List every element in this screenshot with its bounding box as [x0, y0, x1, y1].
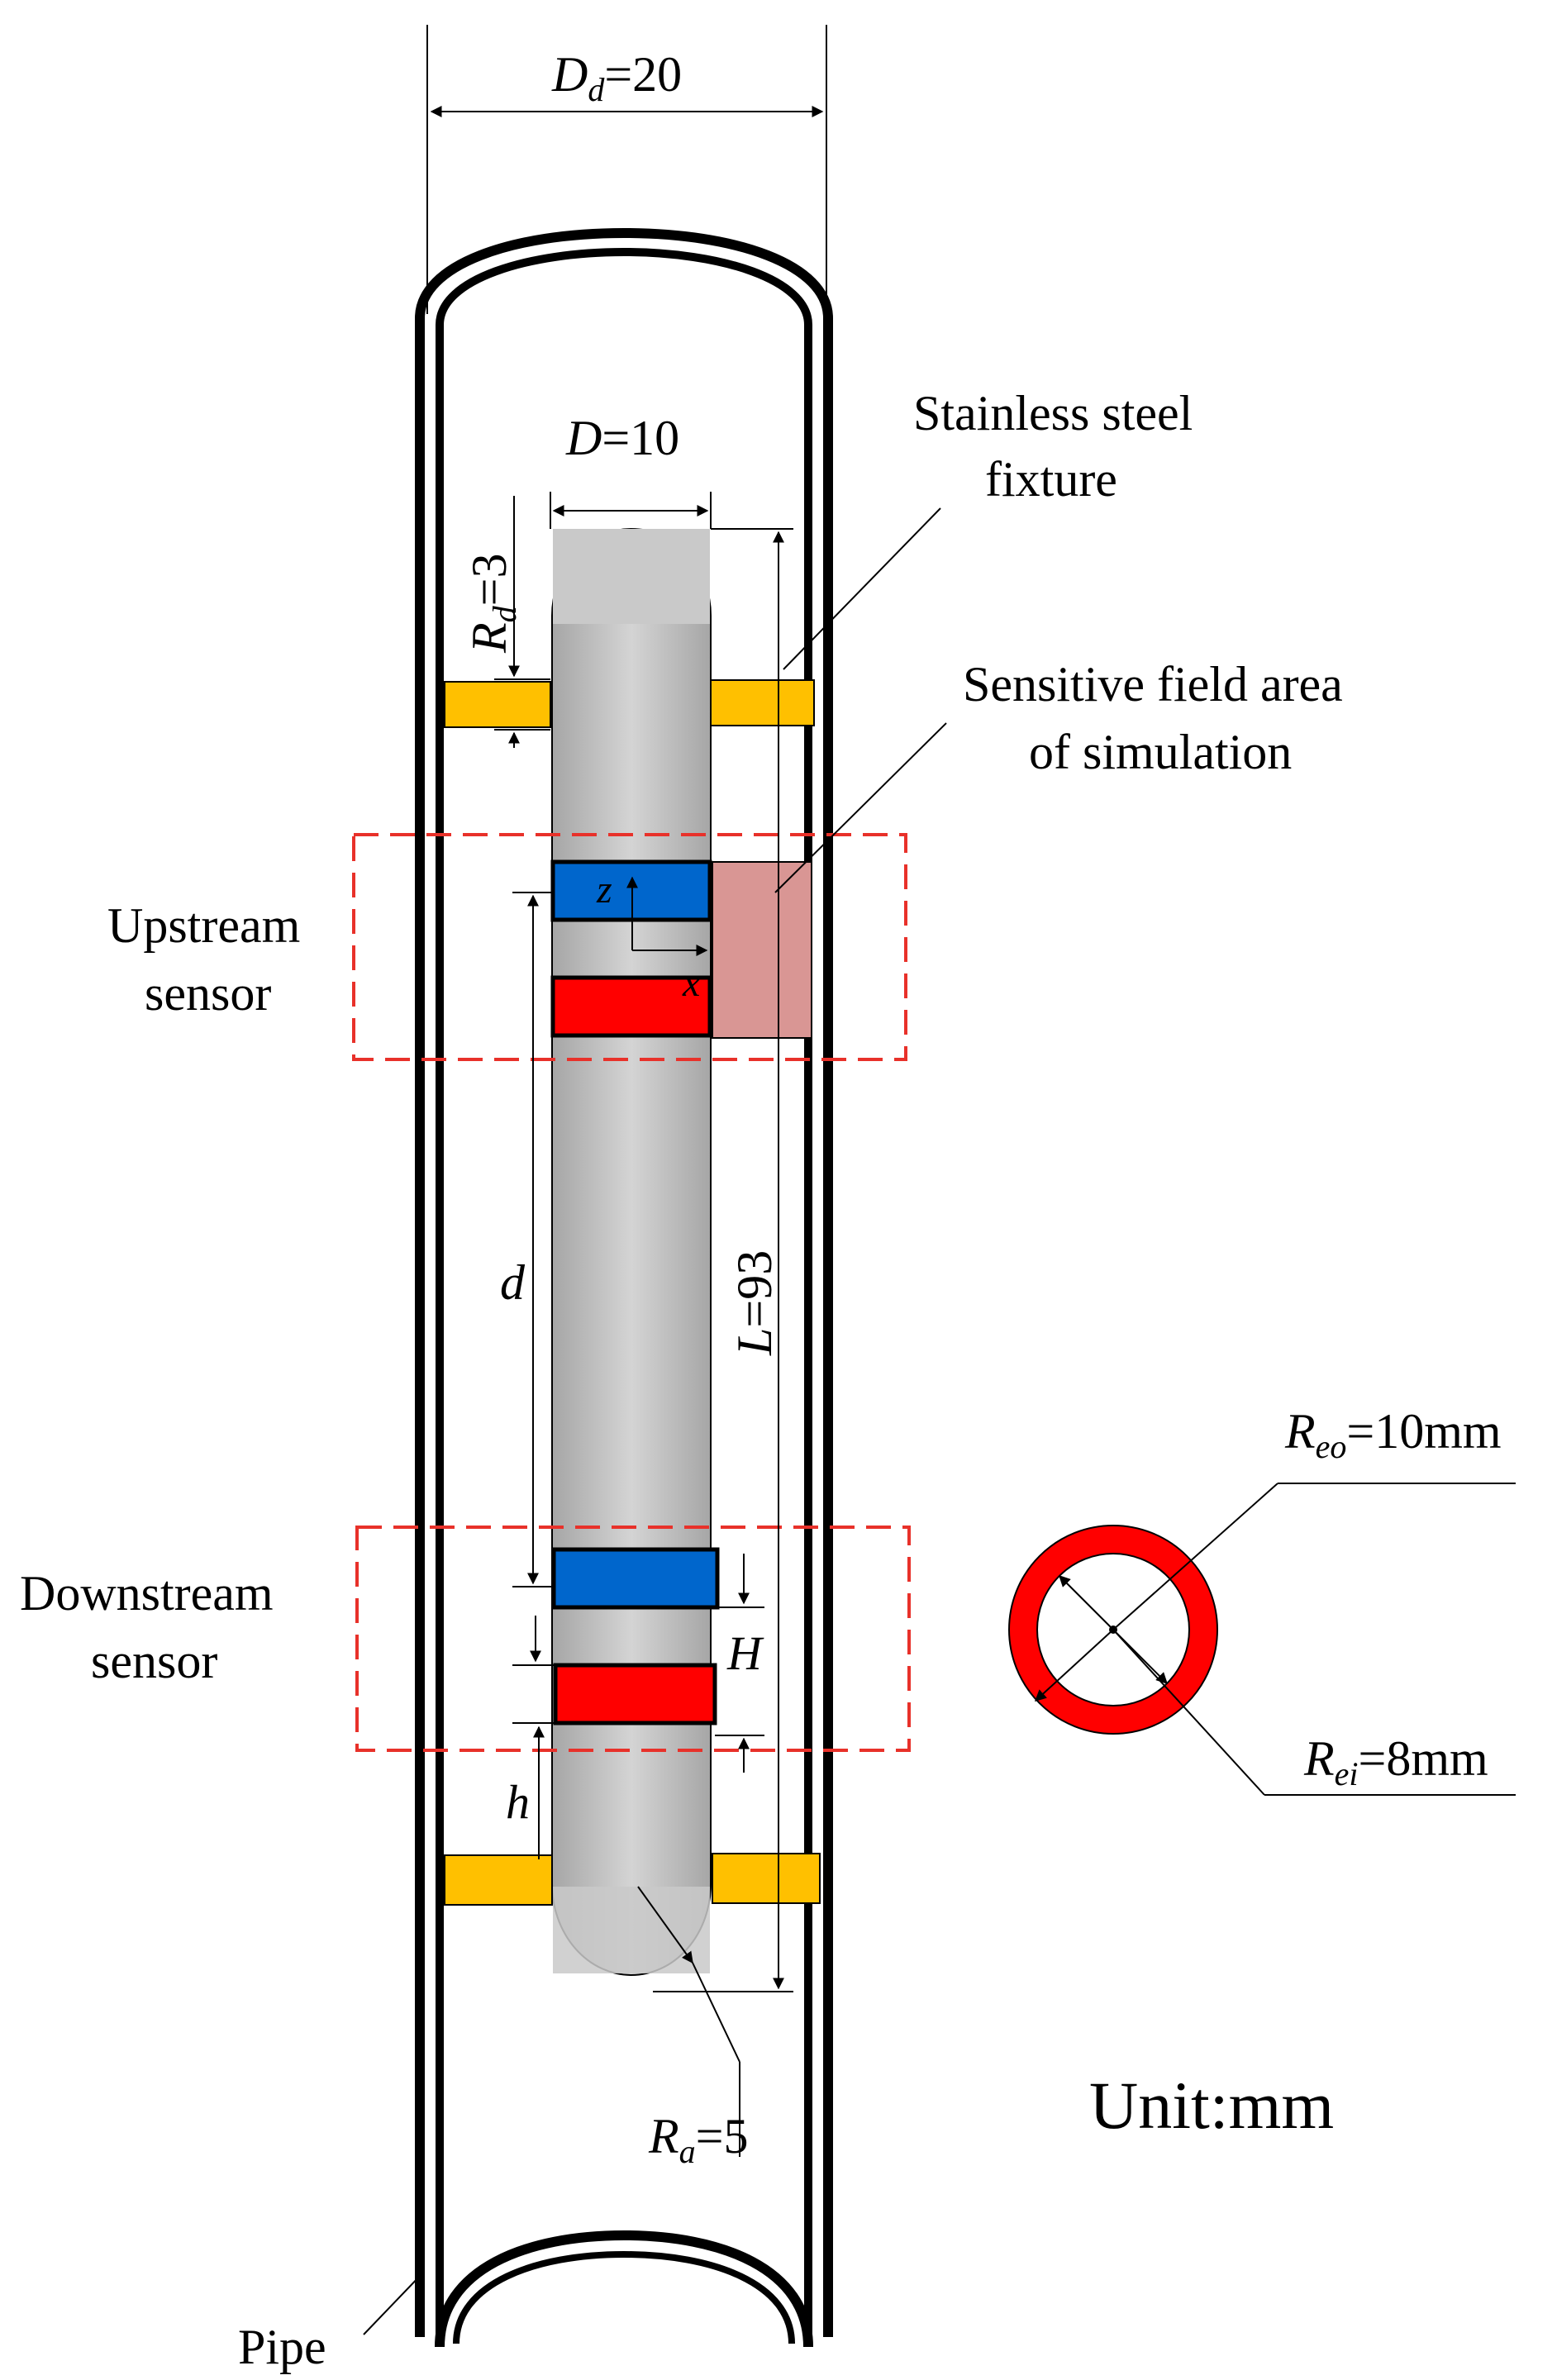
fixture-top-left — [444, 681, 551, 728]
unit-label: Unit:mm — [1089, 2068, 1334, 2143]
fixtures — [444, 679, 821, 1906]
dim-rod-length — [653, 528, 793, 1992]
rod — [551, 528, 712, 1976]
field-label: Sensitive field area of simulation — [963, 657, 1355, 779]
pipe-inner-wall — [436, 248, 812, 2337]
pipe-leader — [363, 2272, 424, 2335]
dim-sensor-spacing — [512, 892, 552, 1587]
pipe-bottom-outer-arc — [435, 2230, 813, 2348]
dim-rod-diameter — [550, 492, 712, 529]
axis-z-label: z — [596, 868, 612, 912]
rod-diameter-label: D=10 — [565, 411, 679, 465]
dim-sensor-height — [715, 1554, 764, 1773]
electrode-cross-section — [1008, 1483, 1516, 1796]
h-offset-label: h — [506, 1775, 530, 1829]
pipe-outer-wall — [415, 228, 833, 2337]
pipe-diameter-label: Dd=20 — [551, 47, 682, 108]
downstream-electrode-blue — [551, 1547, 720, 1610]
downstream-sensor-label: Downstream sensor — [20, 1566, 286, 1688]
rod-cap-bottom — [553, 1887, 710, 1973]
sensitive-field-area — [712, 861, 812, 1039]
pipe-bottom-inner-arc — [453, 2251, 795, 2344]
fixture-top-right — [710, 679, 815, 726]
upstream-electrode-red — [550, 975, 712, 1038]
dim-pipe-diameter — [426, 25, 827, 314]
fixture-leader — [783, 507, 941, 670]
rod-end-radius-label: Ra=5 — [648, 2109, 749, 2170]
electrode-ring — [1009, 1526, 1217, 1734]
rod-cap-top — [553, 529, 710, 624]
coordinate-axes — [626, 876, 708, 956]
fixture-bottom-right — [712, 1853, 821, 1904]
upstream-sensor-box — [352, 833, 907, 1061]
leader-lines — [363, 507, 947, 2335]
dim-electrode-gap — [512, 1616, 555, 1724]
downstream-electrode-red — [553, 1663, 717, 1726]
sensor-spacing-label: d — [500, 1255, 526, 1310]
rod-length-label: L=93 — [727, 1250, 782, 1356]
axis-x-label: x — [682, 961, 700, 1005]
dim-rod-end-radius — [637, 1886, 740, 2157]
rei-leader — [1112, 1629, 1265, 1796]
fixture-label: Stainless steel fixture — [913, 386, 1205, 507]
fixture-bottom-left — [444, 1854, 553, 1906]
pipe — [415, 228, 833, 2348]
sensor-boxes — [352, 833, 911, 1752]
dim-fixture-width — [494, 496, 550, 748]
reo-leader — [1112, 1483, 1278, 1630]
downstream-sensor-box — [355, 1526, 911, 1752]
sensor-height-label: H — [726, 1626, 764, 1680]
inner-radius-label: Rei=8mm — [1303, 1731, 1488, 1792]
fixture-width-label: Rd=3 — [462, 554, 523, 654]
pipe-label: Pipe — [238, 2320, 326, 2374]
upstream-sensor-label: Upstream sensor — [107, 898, 312, 1021]
outer-radius-label: Reo=10mm — [1284, 1404, 1502, 1465]
field-leader — [774, 722, 947, 893]
